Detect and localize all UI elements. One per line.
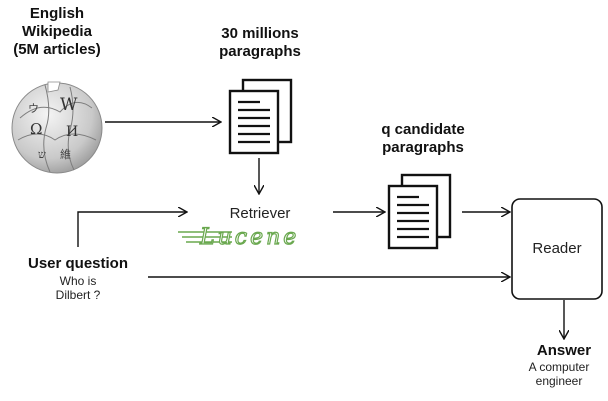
svg-text:И: И [66,124,78,140]
answer-title: Answer [536,342,592,359]
svg-text:W: W [60,95,78,115]
user-question-title: User question [27,255,129,272]
arrow-question-to-retriever [77,212,186,247]
svg-text:ウ: ウ [28,102,39,115]
corpus-label: 30 millions paragraphs [219,25,301,60]
lucene-logo: Lucene [199,225,299,250]
candidates-document-icon [387,173,452,250]
reader-label: Reader [532,240,582,257]
retriever-label: Retriever [229,205,291,222]
flow-arrows [77,122,564,338]
reader-box [511,198,603,300]
svg-text:ש: ש [38,148,46,161]
wikipedia-title: English Wikipedia (5M articles) [13,5,101,58]
corpus-document-icon [228,78,293,155]
lucene-logo-lines [178,231,232,243]
user-question-text: Who is Dilbert ? [55,274,101,303]
svg-text:維: 維 [60,148,71,161]
wikipedia-globe-logo: W Ω И ウ ש 維 [11,81,103,174]
svg-text:Ω: Ω [30,120,42,138]
answer-text: A computer engineer [528,360,590,389]
candidates-label: q candidate paragraphs [381,121,465,156]
